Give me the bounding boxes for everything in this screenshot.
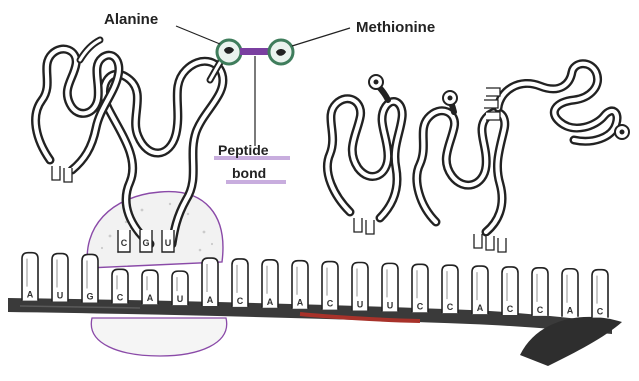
alanine-leader-line [176, 26, 220, 44]
mrna-base-letter: A [567, 306, 574, 316]
amino-acid-circle [369, 75, 383, 89]
methionine-amino-acid [269, 40, 293, 64]
mrna-base-tooth: U [382, 263, 398, 311]
mrna-base-letter: C [327, 299, 334, 309]
mrna-base-letter: C [507, 304, 514, 314]
mrna-base-tooth: U [352, 262, 368, 310]
amino-acid-circle [443, 91, 457, 105]
mrna-base-letter: U [387, 300, 394, 310]
ribosome-large-subunit [87, 192, 223, 268]
mrna-base-tooth: A [292, 261, 308, 309]
mrna-base-tooth: A [472, 266, 488, 314]
mrna-base-letter: C [537, 305, 544, 315]
mrna-base-tooth: C [532, 268, 548, 316]
peptide-bond-link [240, 48, 270, 55]
mrna-base-tooth: G [82, 254, 98, 302]
mrna-base-letter: A [477, 303, 484, 313]
mrna-base-letter: C [117, 292, 124, 302]
trna-right-1 [327, 86, 402, 234]
mrna-base-tooth: A [22, 253, 38, 301]
mrna-base-tooth: A [142, 270, 158, 304]
mrna-base-tooth: C [232, 259, 248, 307]
mrna-base-tooth: C [322, 262, 338, 310]
mrna-base-tooth: C [592, 270, 608, 318]
mrna-base-tooth: A [562, 269, 578, 317]
mrna-base-letter: C [237, 296, 244, 306]
mrna-base-tooth: C [112, 269, 128, 303]
alanine-label: Alanine [104, 12, 158, 27]
mrna-base-letter: U [177, 294, 184, 304]
methionine-leader-line [292, 28, 350, 46]
mrna-base-letter: G [86, 291, 93, 301]
mrna-base-letter: C [417, 301, 424, 311]
mrna-base-letter: A [27, 290, 34, 300]
mrna-base-tooth: A [202, 258, 218, 306]
mrna-base-tooth: C [502, 267, 518, 315]
amino-acid-circle [615, 125, 629, 139]
mrna-base-letter: A [297, 298, 304, 308]
mrna-base-letter: A [267, 297, 274, 307]
mrna-base-tooth: C [442, 265, 458, 313]
mrna-base-tooth: C [412, 264, 428, 312]
anticodon-base: G [142, 238, 149, 248]
mrna-base-tooth: U [52, 254, 68, 302]
trna-right-2 [417, 98, 506, 252]
mrna-base-letter: U [57, 291, 64, 301]
anticodon-base: C [121, 238, 128, 248]
mrna-base-tooth: U [172, 271, 188, 305]
mrna-base-tooth: A [262, 260, 278, 308]
mrna-base-letter: C [597, 307, 604, 317]
mrna-base-letter: C [447, 302, 454, 312]
alanine-amino-acid [217, 40, 241, 64]
trna-left [36, 40, 119, 182]
peptide-label: Peptide [218, 143, 269, 157]
mrna-base-letter: A [147, 293, 154, 303]
mrna-base-letter: U [357, 299, 364, 309]
anticodon-base: U [165, 238, 172, 248]
mrna-base-letter: A [207, 295, 214, 305]
methionine-label: Methionine [356, 20, 435, 35]
ribosome-small-subunit [91, 318, 226, 356]
bond-label: bond [232, 166, 266, 180]
